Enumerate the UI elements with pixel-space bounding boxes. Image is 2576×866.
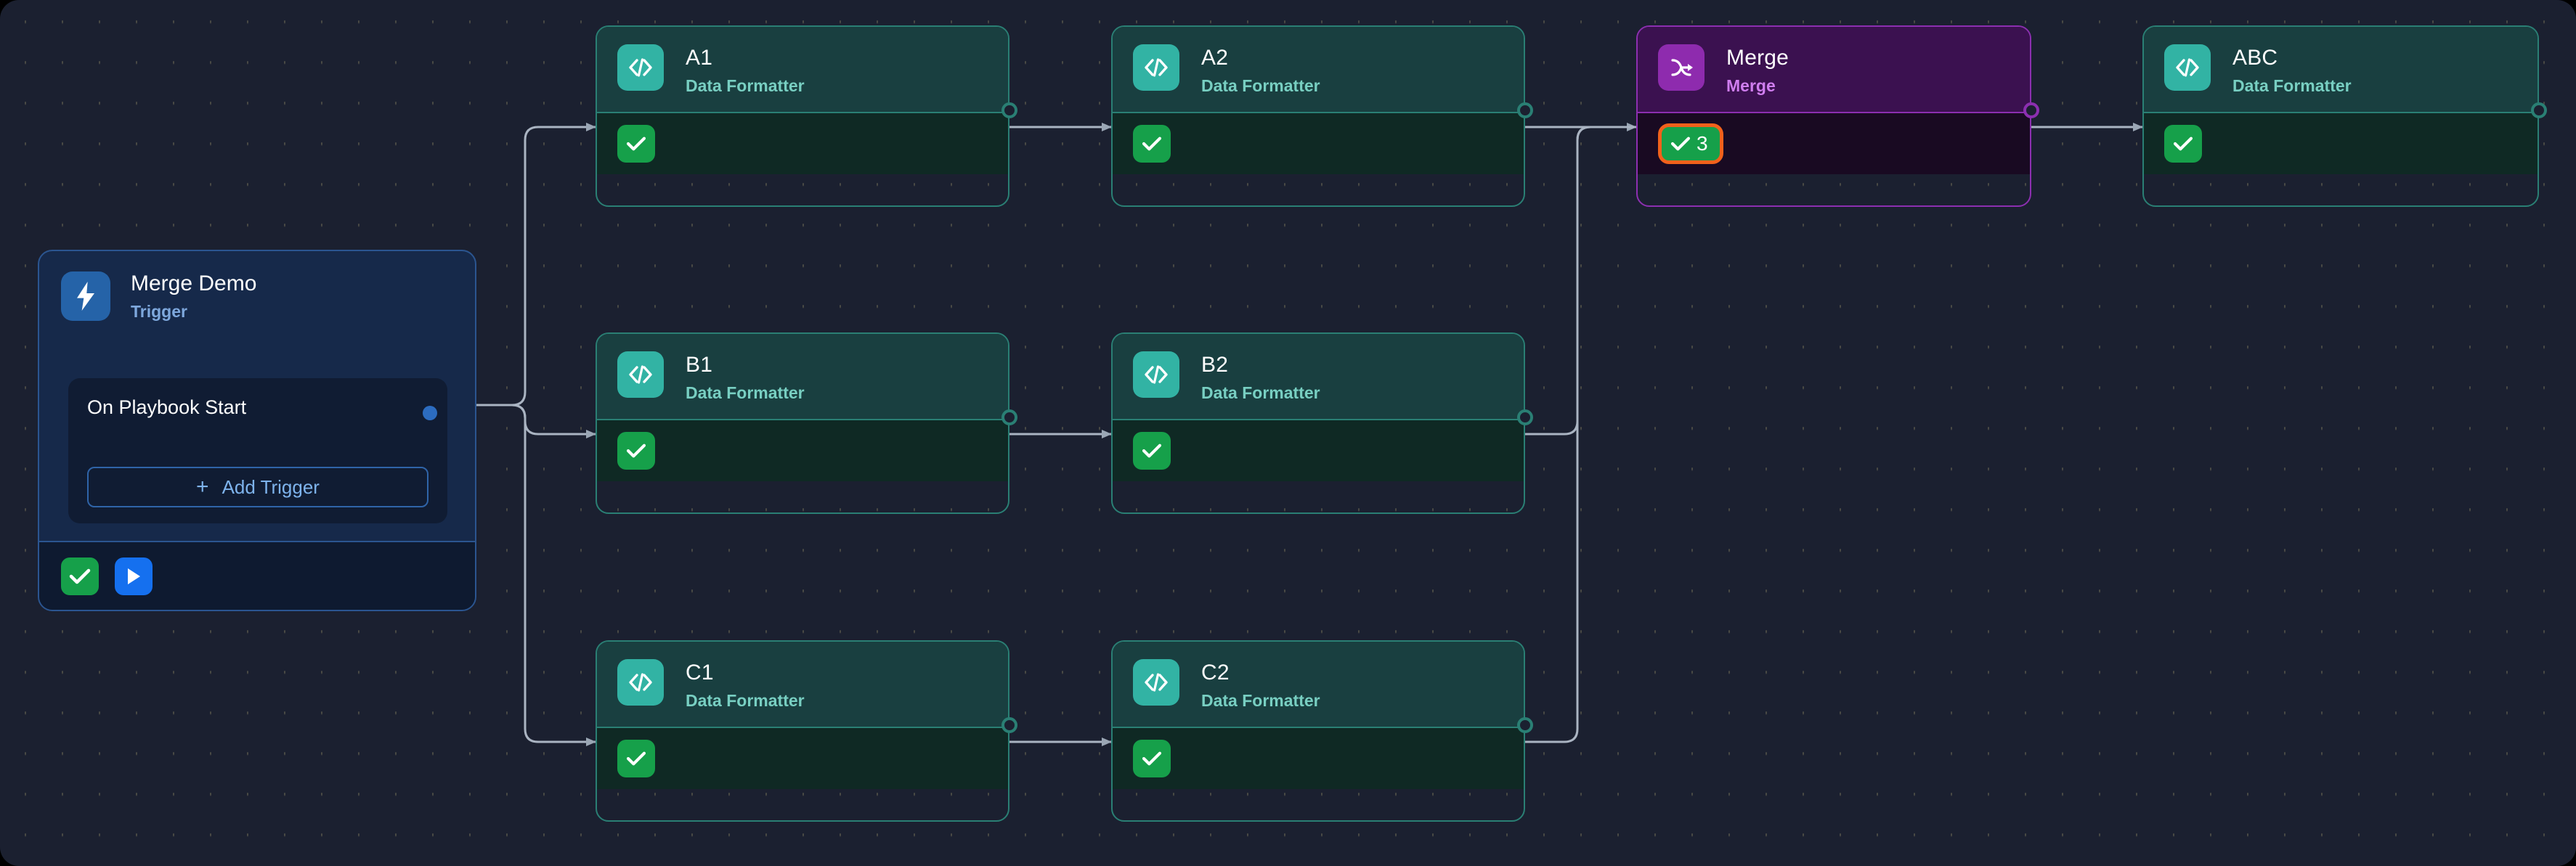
node-subtitle: Data Formatter	[1201, 76, 1320, 95]
node-title: C2	[1201, 661, 1230, 685]
node-footer	[597, 419, 1008, 481]
status-badge[interactable]	[1133, 432, 1171, 470]
trigger-footer	[39, 541, 475, 610]
node-subtitle: Data Formatter	[686, 383, 805, 402]
status-badge[interactable]	[617, 125, 655, 163]
node-header: Merge Merge	[1638, 27, 2030, 112]
status-badge[interactable]	[617, 740, 655, 777]
status-badge[interactable]	[1133, 740, 1171, 777]
play-icon[interactable]	[115, 557, 153, 595]
edge-trigger-c1	[511, 404, 596, 746]
node-title: Merge	[1726, 46, 1789, 70]
trigger-titles: Merge Demo Trigger	[131, 271, 256, 322]
lightning-bolt-icon	[61, 271, 110, 321]
code-icon	[1133, 351, 1179, 398]
node-header: A2 Data Formatter	[1113, 27, 1524, 112]
status-count-label: 3	[1697, 132, 1708, 155]
add-trigger-label: Add Trigger	[222, 475, 320, 498]
node-b1[interactable]: B1 Data Formatter	[596, 332, 1017, 514]
code-icon	[617, 44, 664, 91]
node-output-port[interactable]	[1517, 409, 1533, 425]
node-header: ABC Data Formatter	[2144, 27, 2538, 112]
node-titles: C1 Data Formatter	[686, 659, 805, 711]
node-title: ABC	[2232, 46, 2278, 70]
node-subtitle: Data Formatter	[1201, 691, 1320, 710]
trigger-node[interactable]: Merge Demo Trigger On Playbook Start + A…	[38, 250, 476, 611]
trigger-panel-label: On Playbook Start	[87, 396, 247, 418]
status-badge[interactable]	[1133, 125, 1171, 163]
node-subtitle: Data Formatter	[686, 691, 805, 710]
node-header: C2 Data Formatter	[1113, 642, 1524, 727]
node-titles: B1 Data Formatter	[686, 351, 805, 404]
code-icon	[1133, 44, 1179, 91]
node-subtitle: Data Formatter	[1201, 383, 1320, 402]
trigger-panel[interactable]: On Playbook Start + Add Trigger	[68, 378, 447, 523]
node-footer	[1113, 112, 1524, 174]
node-footer	[597, 727, 1008, 789]
node-header: A1 Data Formatter	[597, 27, 1008, 112]
trigger-title: Merge Demo	[131, 271, 257, 295]
edge-b2-merge	[1525, 126, 1636, 436]
merge-icon	[1658, 44, 1705, 91]
node-footer	[597, 112, 1008, 174]
node-titles: ABC Data Formatter	[2232, 44, 2352, 97]
code-icon	[617, 659, 664, 706]
edge-trigger-a1	[511, 123, 596, 407]
add-trigger-button[interactable]: + Add Trigger	[87, 467, 428, 507]
status-badge[interactable]	[2164, 125, 2202, 163]
node-titles: A2 Data Formatter	[1201, 44, 1320, 97]
node-titles: A1 Data Formatter	[686, 44, 805, 97]
trigger-output-port[interactable]	[423, 406, 437, 420]
node-title: B1	[686, 353, 713, 377]
node-c2[interactable]: C2 Data Formatter	[1111, 640, 1533, 822]
node-titles: B2 Data Formatter	[1201, 351, 1320, 404]
node-a2[interactable]: A2 Data Formatter	[1111, 25, 1533, 207]
node-titles: C2 Data Formatter	[1201, 659, 1320, 711]
node-output-port[interactable]	[1001, 409, 1017, 425]
node-output-port[interactable]	[1001, 102, 1017, 118]
node-title: A2	[1201, 46, 1229, 70]
node-header: B2 Data Formatter	[1113, 334, 1524, 419]
node-output-port[interactable]	[1001, 717, 1017, 733]
node-output-port[interactable]	[1517, 102, 1533, 118]
trigger-header: Merge Demo Trigger	[39, 251, 475, 322]
node-header: C1 Data Formatter	[597, 642, 1008, 727]
node-output-port[interactable]	[1517, 717, 1533, 733]
node-abc[interactable]: ABC Data Formatter	[2142, 25, 2547, 207]
status-badge[interactable]	[617, 432, 655, 470]
node-subtitle: Merge	[1726, 76, 1776, 95]
code-icon	[617, 351, 664, 398]
node-title: C1	[686, 661, 714, 685]
node-c1[interactable]: C1 Data Formatter	[596, 640, 1017, 822]
node-b2[interactable]: B2 Data Formatter	[1111, 332, 1533, 514]
node-title: A1	[686, 46, 713, 70]
code-icon	[1133, 659, 1179, 706]
trigger-subtitle: Trigger	[131, 302, 187, 321]
plus-icon: +	[196, 475, 209, 499]
node-header: B1 Data Formatter	[597, 334, 1008, 419]
node-title: B2	[1201, 353, 1229, 377]
node-a1[interactable]: A1 Data Formatter	[596, 25, 1017, 207]
node-output-port[interactable]	[2531, 102, 2547, 118]
edge-trigger-b1	[511, 404, 596, 438]
node-subtitle: Data Formatter	[686, 76, 805, 95]
node-merge[interactable]: Merge Merge 3	[1636, 25, 2039, 207]
status-badge-count[interactable]: 3	[1658, 123, 1723, 164]
node-output-port[interactable]	[2023, 102, 2039, 118]
node-titles: Merge Merge	[1726, 44, 1789, 97]
node-subtitle: Data Formatter	[2232, 76, 2352, 95]
code-icon	[2164, 44, 2211, 91]
check-icon[interactable]	[61, 557, 99, 595]
node-footer	[1113, 419, 1524, 481]
edge-c2-merge	[1525, 126, 1636, 743]
node-footer: 3	[1638, 112, 2030, 174]
node-footer	[2144, 112, 2538, 174]
node-footer	[1113, 727, 1524, 789]
